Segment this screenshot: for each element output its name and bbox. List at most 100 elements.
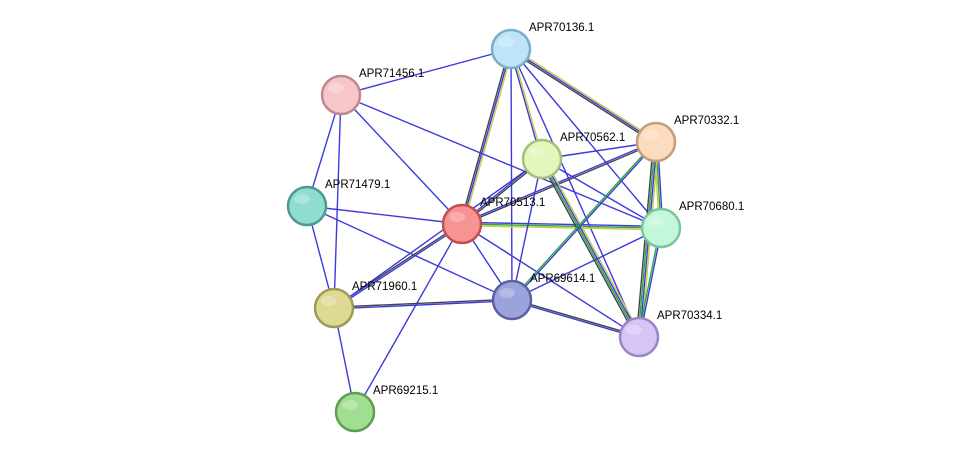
node-label: APR71456.1 [359, 68, 424, 80]
node-circle[interactable] [286, 185, 328, 227]
node-apr70334-1[interactable]: APR70334.1 [618, 310, 722, 358]
edge-line [540, 158, 639, 339]
node-highlight [294, 194, 310, 204]
node-label: APR71960.1 [352, 281, 417, 293]
edge-apr71479-1-apr70513-1 [306, 205, 463, 225]
edge-apr70562-1-apr71960-1 [333, 158, 543, 309]
node-highlight [449, 212, 465, 222]
node-highlight [498, 37, 514, 47]
edge-line [459, 47, 511, 225]
edge-line [461, 221, 662, 228]
node-circle[interactable] [635, 121, 677, 163]
node-circle[interactable] [490, 28, 532, 70]
edges-layer [306, 46, 664, 413]
node-apr71456-1[interactable]: APR71456.1 [320, 68, 424, 116]
edge-line [461, 223, 640, 338]
edge-line [461, 223, 662, 229]
edge-apr70136-1-apr70513-1 [459, 47, 514, 226]
edge-line [333, 224, 464, 310]
node-label: APR70334.1 [657, 310, 722, 322]
edge-apr70136-1-apr69614-1 [510, 48, 513, 301]
edge-apr70136-1-apr70680-1 [510, 48, 662, 229]
edge-line [543, 157, 642, 337]
node-highlight [342, 400, 358, 410]
edge-line [340, 94, 463, 225]
edge-apr70562-1-apr70334-1 [539, 157, 642, 339]
node-apr70332-1[interactable]: APR70332.1 [635, 115, 739, 163]
edge-line [510, 48, 657, 143]
node-highlight [648, 216, 664, 226]
edge-line [354, 223, 463, 413]
node-apr70513-1[interactable]: APR70513.1 [441, 197, 545, 245]
edge-line [511, 227, 662, 301]
edge-apr70332-1-apr69614-1 [510, 140, 658, 302]
edge-line [340, 48, 512, 96]
node-label: APR69215.1 [373, 385, 438, 397]
edge-line [333, 158, 543, 309]
edge-apr70513-1-apr70680-1 [461, 221, 662, 231]
edge-line [511, 300, 640, 339]
node-apr70136-1[interactable]: APR70136.1 [490, 22, 594, 70]
edge-line [461, 142, 658, 226]
edge-line [539, 159, 638, 339]
node-highlight [499, 288, 515, 298]
edge-apr70513-1-apr70332-1 [460, 140, 658, 226]
node-label: APR70562.1 [560, 132, 625, 144]
edge-apr70513-1-apr71960-1 [332, 222, 464, 310]
edge-apr71479-1-apr69614-1 [306, 205, 513, 301]
node-apr71479-1[interactable]: APR71479.1 [286, 179, 390, 227]
node-label: APR69614.1 [530, 273, 595, 285]
edge-apr70136-1-apr70332-1 [509, 46, 658, 145]
node-apr71960-1[interactable]: APR71960.1 [313, 281, 417, 329]
edge-line [460, 140, 657, 224]
edge-apr71456-1-apr70513-1 [340, 94, 463, 225]
edge-line [333, 94, 342, 309]
edge-line [462, 48, 514, 226]
edge-line [340, 94, 662, 229]
node-label: APR70513.1 [480, 197, 545, 209]
edge-apr71456-1-apr71960-1 [333, 94, 342, 309]
node-circle[interactable] [313, 287, 355, 329]
node-highlight [328, 83, 344, 93]
edge-line [511, 298, 640, 337]
node-circle[interactable] [334, 391, 376, 433]
edge-apr70136-1-apr71456-1 [340, 48, 512, 96]
node-highlight [321, 296, 337, 306]
nodes-layer: APR70136.1APR71456.1APR70332.1APR70562.1… [286, 22, 744, 433]
node-highlight [626, 325, 642, 335]
edge-apr70513-1-apr70334-1 [461, 223, 640, 338]
node-circle[interactable] [521, 138, 563, 180]
node-circle[interactable] [640, 207, 682, 249]
edge-apr71960-1-apr69614-1 [333, 298, 513, 310]
node-apr70680-1[interactable]: APR70680.1 [640, 201, 744, 249]
edge-line [510, 140, 657, 301]
edge-line [510, 48, 513, 301]
node-highlight [529, 147, 545, 157]
node-circle[interactable] [491, 279, 533, 321]
edge-apr70562-1-apr69614-1 [511, 158, 543, 301]
node-apr69215-1[interactable]: APR69215.1 [334, 385, 438, 433]
node-label: APR70332.1 [674, 115, 739, 127]
node-circle[interactable] [441, 203, 483, 245]
node-label: APR70680.1 [679, 201, 744, 213]
edge-apr70680-1-apr69614-1 [511, 227, 662, 301]
node-label: APR70136.1 [529, 22, 594, 34]
edge-line [511, 158, 543, 301]
edge-line [511, 46, 658, 142]
edge-line [461, 224, 662, 231]
edge-apr70562-1-apr70680-1 [541, 158, 662, 229]
edge-line [509, 49, 656, 145]
edge-apr70513-1-apr69215-1 [354, 223, 463, 413]
node-label: APR71479.1 [325, 179, 390, 191]
edge-line [333, 300, 513, 310]
node-apr70562-1[interactable]: APR70562.1 [521, 132, 625, 180]
edge-apr69614-1-apr70334-1 [511, 298, 640, 339]
node-apr69614-1[interactable]: APR69614.1 [491, 273, 595, 321]
node-highlight [643, 130, 659, 140]
edge-line [541, 158, 662, 229]
edge-apr71456-1-apr70680-1 [340, 94, 662, 229]
edge-line [306, 205, 463, 225]
node-circle[interactable] [320, 74, 362, 116]
node-circle[interactable] [618, 316, 660, 358]
